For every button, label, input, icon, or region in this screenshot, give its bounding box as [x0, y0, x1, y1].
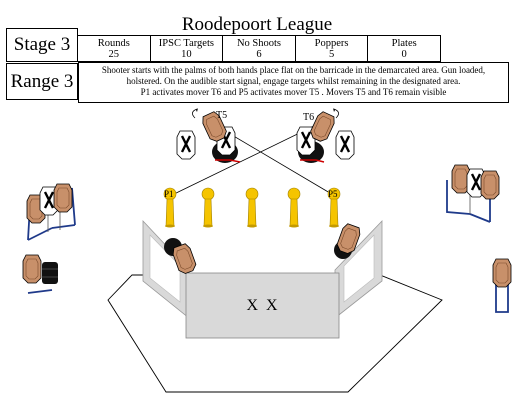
- stats-row: Rounds 25 IPSC Targets 10 No Shoots 6 Po…: [77, 35, 441, 62]
- no-shoot-right-of-t6: [334, 129, 356, 161]
- mover-t6: [295, 108, 339, 163]
- mover-t5-label: T5: [216, 110, 227, 121]
- right-wall-targets: [334, 222, 363, 259]
- left-target-array: [26, 183, 76, 241]
- barricade-panel: [185, 272, 340, 339]
- left-wall-targets: [164, 238, 198, 276]
- right-lower-target: [492, 258, 512, 313]
- left-lower-targets: [22, 254, 59, 294]
- left-wall-window: [149, 234, 181, 303]
- stat-no-shoots-value: 6: [256, 49, 262, 60]
- league-title: Roodepoort League: [181, 14, 333, 35]
- range-label: Range 3: [6, 63, 78, 100]
- popper-p3: [245, 187, 259, 228]
- activation-line-p1-t6: [169, 123, 319, 197]
- stat-poppers-label: Poppers: [314, 38, 349, 49]
- stat-ipsc-targets-value: 10: [181, 49, 192, 60]
- stat-plates-value: 0: [401, 49, 407, 60]
- description-line-1: Shooter starts with the palms of both ha…: [101, 65, 486, 75]
- stat-rounds-value: 25: [108, 49, 120, 60]
- stat-ipsc-targets-label: IPSC Targets: [158, 38, 214, 49]
- stat-plates: Plates 0: [367, 35, 441, 62]
- stat-plates-label: Plates: [391, 38, 417, 49]
- right-wall-window: [343, 234, 375, 303]
- mover-t5: [192, 108, 241, 163]
- popper-p2: [201, 187, 215, 228]
- popper-p5-label: P5: [328, 189, 338, 199]
- popper-p1-label: P1: [164, 189, 174, 199]
- mover-t6-label: T6: [303, 112, 314, 123]
- stat-poppers-value: 5: [328, 49, 335, 60]
- popper-p4: [287, 187, 301, 228]
- no-shoot-left-of-t5: [175, 129, 197, 161]
- stage-description: Shooter starts with the palms of both ha…: [78, 62, 509, 103]
- description-line-3: P1 activates mover T6 and P5 activates m…: [140, 87, 447, 97]
- description-line-2: holstered. On the audible start signal, …: [126, 76, 461, 86]
- stat-rounds-label: Rounds: [97, 38, 130, 49]
- stat-no-shoots-label: No Shoots: [236, 38, 282, 49]
- start-marks: X X: [246, 297, 278, 314]
- right-target-array: [446, 164, 500, 223]
